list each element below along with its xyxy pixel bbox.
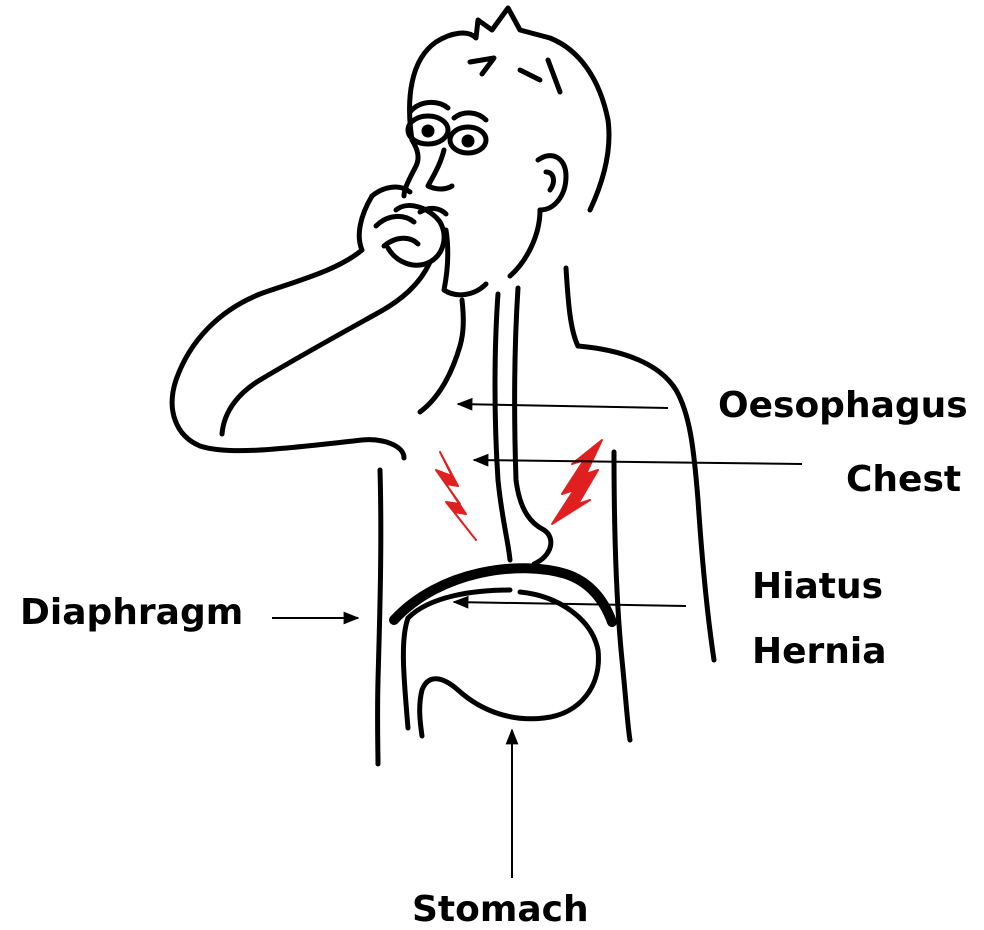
chest-label: Chest	[846, 462, 961, 498]
neck-right	[566, 268, 578, 346]
pain-bolt-right	[552, 440, 602, 524]
oesophagus-label: Oesophagus	[718, 388, 968, 424]
stomach-label: Stomach	[412, 892, 589, 928]
hiatus-hernia-label-line2: Hernia	[752, 634, 887, 670]
left-upper-arm-inner	[222, 262, 430, 434]
hiatus-hernia-label-line1: Hiatus	[752, 569, 883, 605]
chest-arrow	[474, 460, 802, 464]
armpit-line	[420, 346, 460, 412]
left-forearm-top	[172, 196, 404, 458]
right-eyebrow	[454, 113, 486, 120]
ear-inner	[546, 172, 553, 190]
left-torso	[378, 470, 381, 764]
hair-strand	[548, 60, 560, 92]
right-shoulder	[578, 346, 714, 660]
chin-outline	[444, 230, 486, 295]
nose	[428, 150, 452, 189]
oesophagus-right-wall	[515, 288, 551, 564]
left-eyebrow	[410, 102, 448, 112]
oesophagus-left-wall	[495, 294, 510, 560]
stomach-outer-curve	[420, 592, 599, 736]
neck-left	[460, 300, 463, 346]
hair-strand	[470, 58, 494, 74]
hand-fingers	[372, 187, 418, 246]
jaw-outline	[510, 210, 540, 276]
left-pupil	[424, 127, 432, 135]
right-pupil	[464, 137, 472, 145]
hair-outline	[410, 8, 609, 210]
right-torso-inner	[614, 452, 630, 740]
hair-strand	[520, 70, 540, 80]
pain-bolt-left	[436, 452, 476, 540]
oesophagus-arrow	[458, 404, 668, 408]
hiatus-hernia-arrow	[454, 602, 686, 606]
diaphragm-arc	[394, 568, 612, 622]
diaphragm-label: Diaphragm	[20, 595, 243, 631]
